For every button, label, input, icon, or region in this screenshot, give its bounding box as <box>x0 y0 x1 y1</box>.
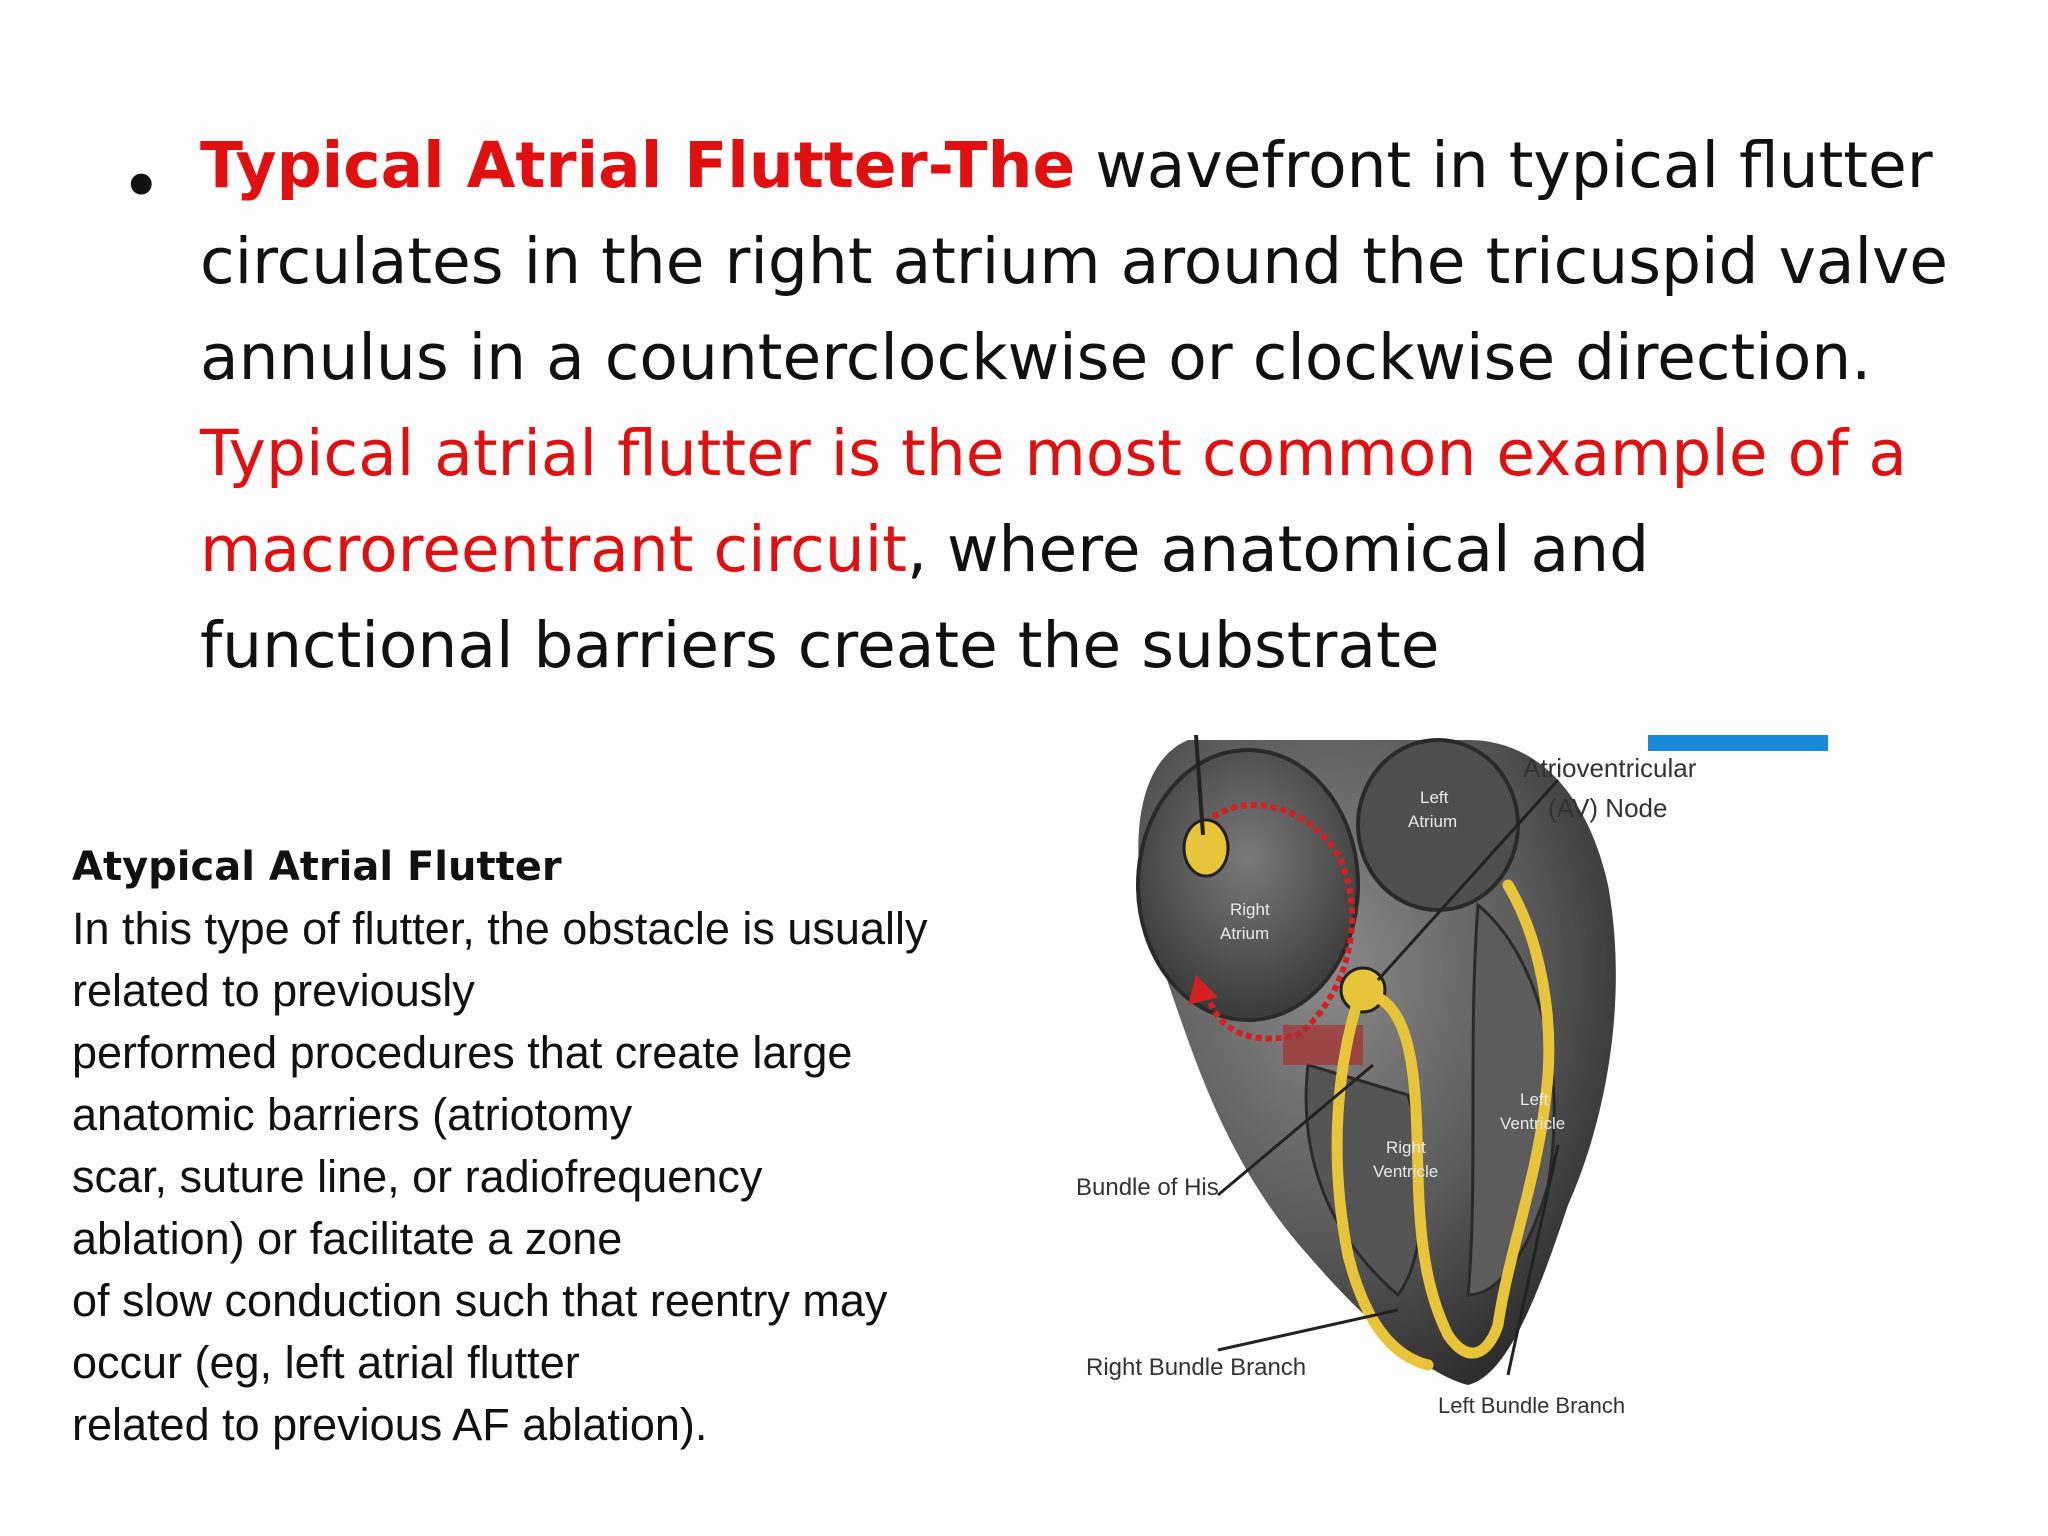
right-bundle-branch-label: Right Bundle Branch <box>1086 1354 1306 1381</box>
accent-bar <box>1648 735 1828 751</box>
heart-conduction-diagram: Atrioventricular (AV) Node Left Atrium R… <box>1068 735 1828 1415</box>
right-atrium-chamber <box>1136 748 1360 1022</box>
bullet-body-2: , where anatomical and functional barrie… <box>200 513 1650 682</box>
av-node-label-2: (AV) Node <box>1548 793 1667 823</box>
bundle-of-his-label: Bundle of His <box>1076 1174 1219 1201</box>
left-ventricle-label-1: Left <box>1520 1090 1549 1109</box>
atypical-line: ablation) or facilitate a zone <box>72 1213 623 1264</box>
atypical-line: occur (eg, left atrial flutter <box>72 1337 580 1388</box>
right-bundle-branch-path <box>1331 994 1434 1371</box>
left-atrium-label-2: Atrium <box>1408 812 1457 831</box>
atypical-line: related to previous AF ablation). <box>72 1399 708 1450</box>
sa-node <box>1182 818 1230 878</box>
bullet-marker: • <box>120 144 163 228</box>
atypical-line: performed procedures that create large <box>72 1027 853 1078</box>
bullet-text: Typical Atrial Flutter-The wavefront in … <box>200 118 1980 694</box>
atypical-line: related to previously <box>72 965 475 1016</box>
bullet-highlight: Typical atrial flutter is the most commo… <box>200 417 1907 586</box>
left-bundle-branch-label: Left Bundle Branch <box>1438 1393 1625 1415</box>
right-ventricle-label-1: Right <box>1386 1138 1426 1157</box>
sa-node-pointer <box>1194 735 1205 836</box>
bullet-title: Typical Atrial Flutter-The <box>200 129 1076 202</box>
atypical-flutter-section: Atypical Atrial Flutter In this type of … <box>72 836 1082 1456</box>
bullet-body-1: wavefront in typical flutter circulates … <box>200 129 1949 394</box>
heart-svg: Atrioventricular (AV) Node Left Atrium R… <box>1076 735 1828 1415</box>
atypical-line: In this type of flutter, the obstacle is… <box>72 903 928 954</box>
atypical-line: of slow conduction such that reentry may <box>72 1275 888 1326</box>
bundle-of-his-pointer <box>1217 1063 1374 1197</box>
atypical-line: anatomic barriers (atriotomy <box>72 1089 633 1140</box>
atypical-heading: Atypical Atrial Flutter <box>72 844 562 890</box>
av-node-label-1: Atrioventricular <box>1523 753 1697 783</box>
av-node <box>1339 966 1387 1014</box>
left-ventricle-label-2: Ventricle <box>1500 1114 1565 1133</box>
reentry-loop <box>1195 802 1356 1042</box>
av-node-pointer <box>1376 778 1560 982</box>
left-bundle-pointer <box>1506 1144 1560 1376</box>
reentry-arrowhead <box>1188 975 1218 1005</box>
right-atrium-label-2: Atrium <box>1220 924 1269 943</box>
left-atrium-label-1: Left <box>1420 788 1449 807</box>
right-bundle-pointer <box>1217 1308 1399 1352</box>
atypical-line: scar, suture line, or radiofrequency <box>72 1151 763 1202</box>
bundle-branches <box>1367 879 1555 1359</box>
right-atrium-label-1: Right <box>1230 900 1270 919</box>
right-ventricle-label-2: Ventricle <box>1373 1162 1438 1181</box>
